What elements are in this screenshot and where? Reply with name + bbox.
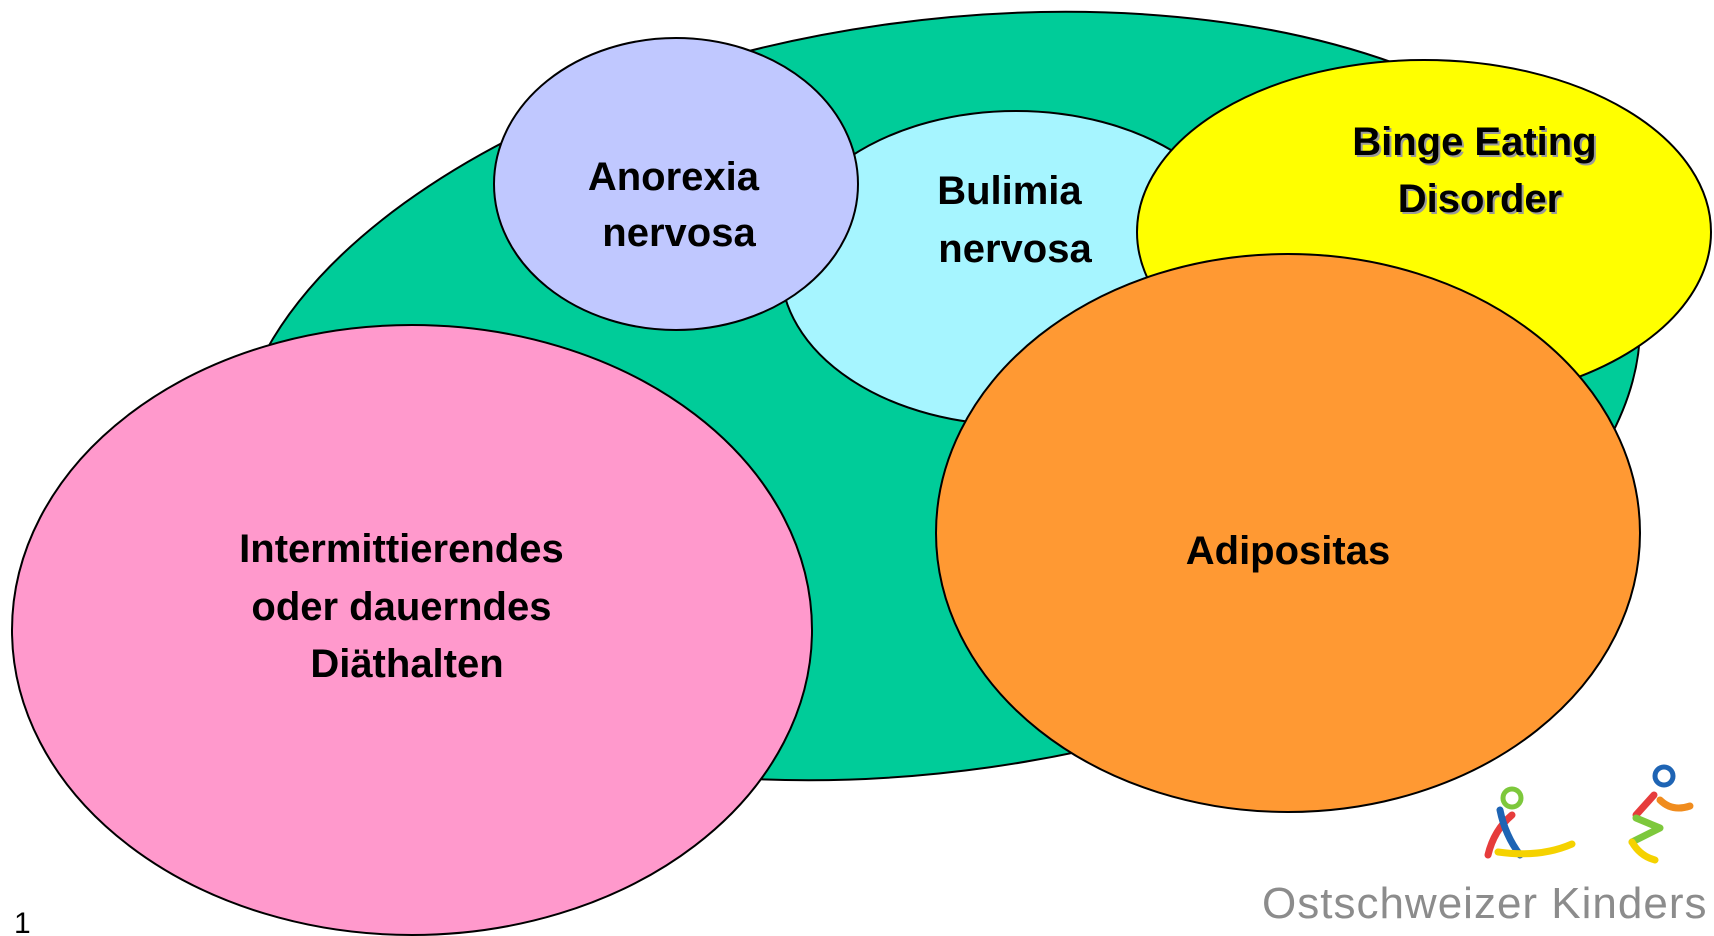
adipositas-ellipse [935,253,1641,813]
logo-text: Ostschweizer Kinders [1262,879,1707,928]
diet-label-line1: Intermittierendes [239,527,564,571]
binge-label-shadow-line1: Binge Eating [1354,122,1598,166]
binge-label-line2: Disorder [1398,177,1563,221]
logo-figures [1484,764,1694,864]
logo-figure-2-icon [1628,764,1694,864]
diet-label-line2: oder dauerndes [251,585,551,629]
anorexia-label-line2: nervosa [602,211,756,255]
binge-label-shadow-line2: Disorder [1400,179,1565,223]
anorexia-label: Anorexia nervosa [588,155,770,255]
adipositas-label-line1: Adipositas [1186,529,1390,573]
page-number: 1 [14,907,31,936]
binge-label: Binge Eating Disorder [1352,120,1608,221]
binge-label-line1: Binge Eating [1352,120,1596,164]
binge-label-shadow: Binge Eating Disorder [1354,122,1610,223]
adipositas-label: Adipositas [1186,529,1390,573]
diet-label-line3: Diäthalten [310,642,503,686]
anorexia-ellipse [493,37,859,331]
bulimia-label-line2: nervosa [938,227,1092,271]
diet-label: Intermittierendes oder dauerndes Diäthal… [239,527,575,686]
anorexia-label-line1: Anorexia [588,155,760,199]
diet-ellipse [11,324,813,936]
bulimia-label-line1: Bulimia [937,169,1082,213]
bulimia-label: Bulimia nervosa [937,169,1093,271]
logo-figure-1-icon [1484,786,1576,859]
